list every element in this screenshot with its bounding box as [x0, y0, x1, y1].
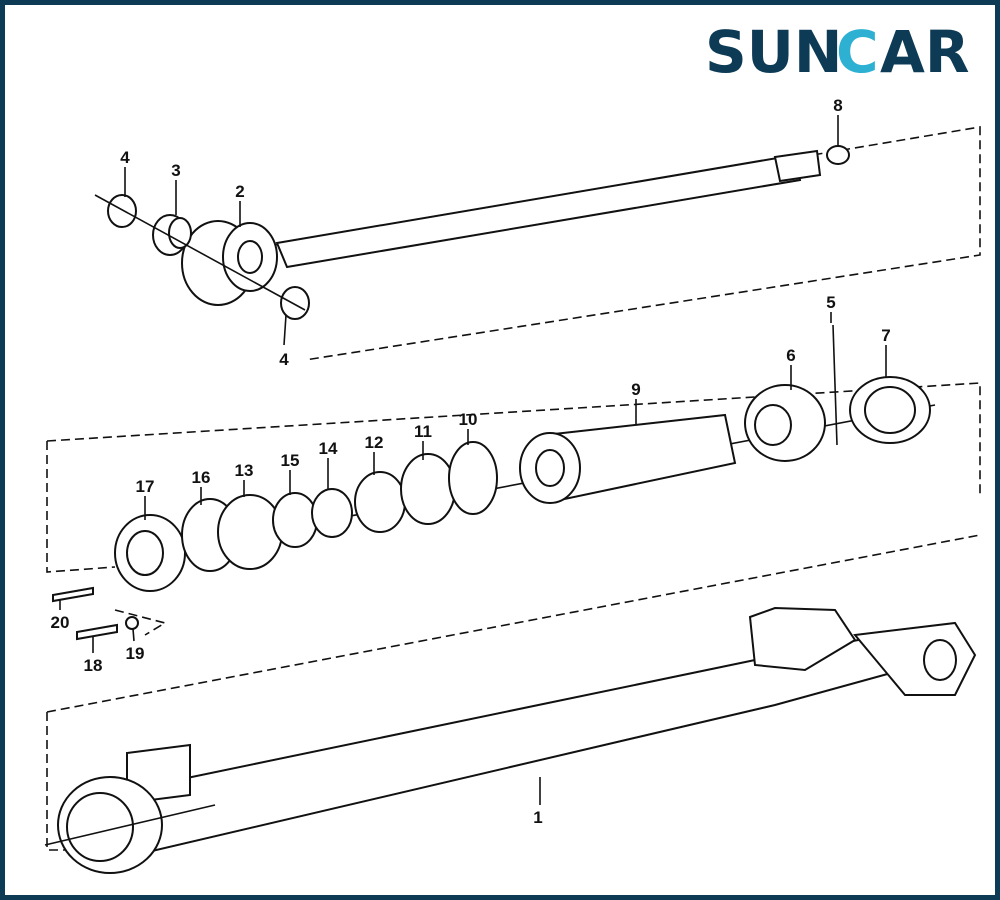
callout-20: 20: [51, 613, 70, 632]
leader-lines: [59, 115, 887, 805]
callout-8: 8: [833, 96, 842, 115]
suncar-logo: SUN C AR: [705, 18, 970, 86]
callout-16: 16: [192, 468, 211, 487]
callout-10: 10: [459, 410, 478, 429]
callout-11: 11: [414, 422, 432, 441]
callout-18: 18: [84, 656, 103, 675]
callout-5: 5: [826, 293, 835, 312]
exploded-cylinder-diagram: SUN C AR: [44, 18, 981, 874]
callout-17: 17: [136, 477, 155, 496]
callout-12: 12: [365, 433, 384, 452]
callout-15: 15: [281, 451, 300, 470]
callout-3: 3: [171, 161, 180, 180]
bottom-panel-outline: [46, 534, 981, 851]
callout-14: 14: [319, 439, 338, 458]
callout-9: 9: [631, 380, 640, 399]
callout-2: 2: [235, 182, 244, 201]
callout-7: 7: [881, 326, 890, 345]
callout-6: 6: [786, 346, 795, 365]
logo-text-left: SUN: [705, 18, 842, 86]
middle-panel-outline: [46, 382, 981, 573]
callout-labels: 4 3 2 8 4 5 7 6 9 17 16 13 15 14 12 11 1…: [51, 96, 891, 827]
logo-text-mid: C: [836, 18, 879, 86]
callout-1: 1: [533, 808, 542, 827]
cylinder-barrel: [44, 606, 977, 874]
callout-4-retaining-ring: 4: [120, 148, 130, 167]
callout-19: 19: [126, 644, 145, 663]
callout-13: 13: [235, 461, 254, 480]
piston-and-gland-parts: [52, 324, 936, 641]
piston-rod: [94, 145, 850, 320]
bolt-outline: [114, 609, 168, 636]
logo-text-right: AR: [880, 18, 970, 86]
callout-4-lower: 4: [279, 350, 289, 369]
